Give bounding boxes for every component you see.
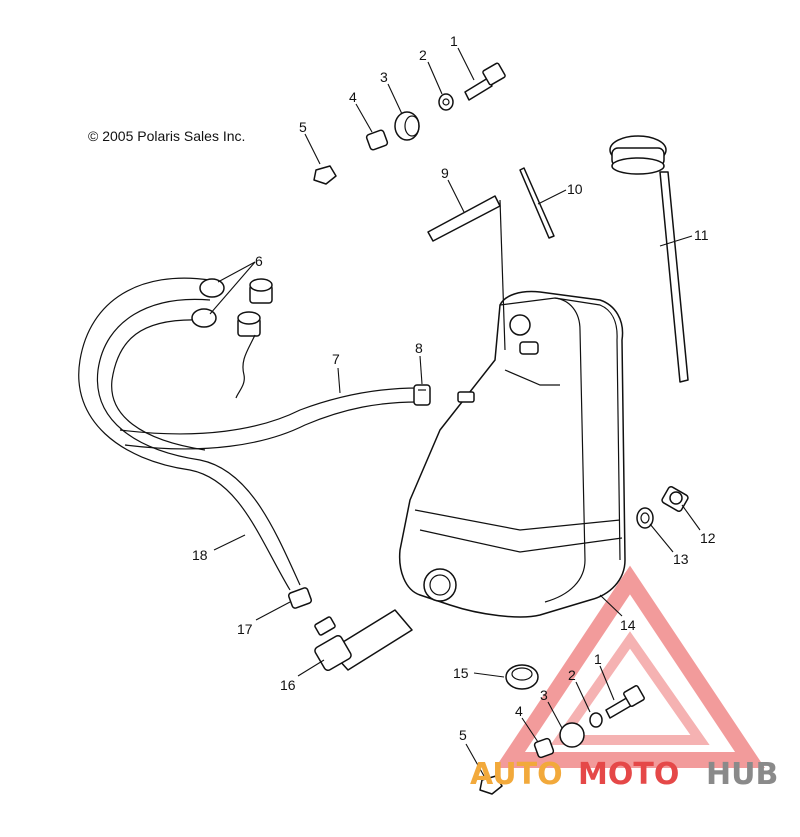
callout-8: 8 [415,340,423,356]
callout-3: 3 [380,69,388,85]
callout-1-lower: 1 [594,651,602,667]
callout-6: 6 [255,253,263,269]
spacer-4-lower [533,737,555,759]
nut-5-lower [479,775,503,795]
dipstick-cap-11 [609,135,689,383]
nut-5 [313,165,337,185]
callout-1: 1 [450,33,458,49]
clamp-8 [413,384,431,406]
callout-10: 10 [567,181,583,197]
hose-clamps-6 [191,278,273,399]
callout-5: 5 [299,119,307,135]
callout-2-lower: 2 [568,667,576,683]
callout-7: 7 [332,351,340,367]
bolt-1-lower [605,685,645,719]
washer-2-lower [589,712,603,728]
reservoir-tank-14 [398,290,626,618]
callout-3-lower: 3 [540,687,548,703]
grommet-3 [394,111,420,141]
callout-14: 14 [620,617,636,633]
copyright-notice: © 2005 Polaris Sales Inc. [88,128,246,144]
grommet-3-lower [559,722,585,748]
watermark-moto: MOTO [578,757,679,792]
bolt-1 [464,62,506,101]
callout-9: 9 [441,165,449,181]
callout-11: 11 [694,227,709,243]
callout-4-lower: 4 [515,703,523,719]
washer-2 [438,93,454,111]
sleeve-17 [287,587,313,609]
leader-lines [209,47,701,777]
callout-12: 12 [700,530,716,546]
spacer-4 [365,129,389,151]
callout-5-lower: 5 [459,727,467,743]
callout-13: 13 [673,551,689,567]
callout-4: 4 [349,89,357,105]
hose-7 [119,387,419,450]
callout-16: 16 [280,677,296,693]
callout-labels: 1 2 3 4 5 6 7 8 9 10 11 12 13 14 15 16 1… [192,33,716,743]
watermark-text: AUTO MOTO HUB [470,757,778,792]
callout-15: 15 [453,665,469,681]
watermark-hub: HUB [706,757,778,792]
fitting-16 [314,609,413,672]
washer-13 [636,507,654,529]
hose-18 [78,277,301,591]
strap-10 [519,167,555,239]
tube-9 [427,195,506,351]
watermark-logo-icon [495,565,765,768]
callout-17: 17 [237,621,253,637]
nut-15 [505,664,539,690]
watermark-auto: AUTO [470,757,563,792]
callout-18: 18 [192,547,208,563]
callout-2: 2 [419,47,427,63]
fitting-12 [661,486,689,512]
